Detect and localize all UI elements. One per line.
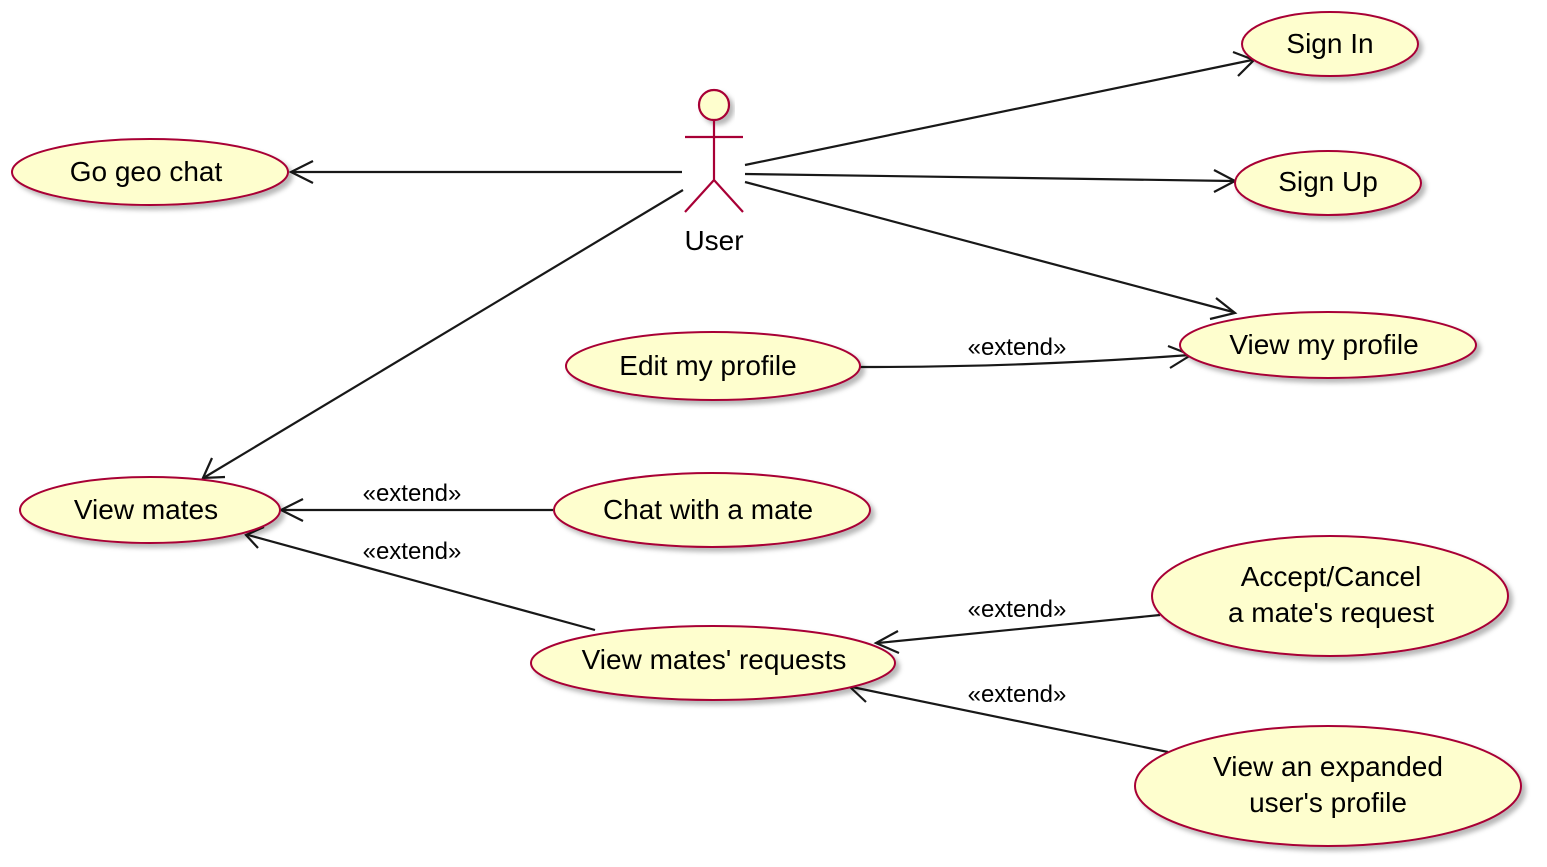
arrowhead-view-my-profile — [1209, 297, 1238, 321]
usecase-sign-in-shape[interactable] — [1241, 11, 1419, 77]
extend-label-edit-profile: «extend» — [968, 334, 1067, 361]
usecase-edit-my-profile-label: Edit my profile — [619, 350, 796, 381]
edge-requests-extends-view-mates — [247, 533, 596, 632]
use-case-labels: Sign In Sign Up Go geo chat View my prof… — [70, 28, 1443, 818]
usecase-view-expanded-line2: user's profile — [1249, 787, 1407, 818]
actor-user — [684, 88, 744, 213]
usecase-go-geo-chat-shape[interactable] — [11, 138, 289, 206]
usecase-accept-cancel-shape[interactable] — [1151, 535, 1509, 657]
usecase-view-my-profile-shape[interactable] — [1179, 311, 1477, 379]
usecase-view-mates-label: View mates — [74, 494, 218, 525]
extend-label-expanded: «extend» — [968, 681, 1067, 708]
usecase-chat-with-mate-label: Chat with a mate — [603, 494, 813, 525]
edge-expanded-extends-requests — [851, 685, 1169, 754]
usecase-sign-up-label: Sign Up — [1278, 166, 1378, 197]
usecase-view-mates-requests-label: View mates' requests — [582, 644, 847, 675]
usecase-view-expanded-line1: View an expanded — [1213, 751, 1443, 782]
edge-user-sign-in — [744, 58, 1253, 167]
usecase-chat-with-mate-shape[interactable] — [553, 472, 871, 548]
arrowhead-view-mates — [201, 457, 226, 480]
actor-head — [697, 88, 731, 122]
edge-edit-extends-view-profile — [859, 353, 1191, 369]
extend-labels: «extend» «extend» «extend» «extend» «ext… — [363, 334, 1067, 708]
extend-label-chat: «extend» — [363, 480, 462, 507]
edge-user-view-my-profile — [744, 180, 1234, 314]
extend-label-requests: «extend» — [363, 538, 462, 565]
arrowhead-extend-requests — [244, 525, 265, 549]
usecase-sign-in-label: Sign In — [1286, 28, 1373, 59]
arrowhead-geo-chat — [288, 160, 314, 184]
usecase-sign-up-shape[interactable] — [1234, 150, 1422, 216]
usecase-view-mates-requests-shape[interactable] — [530, 625, 896, 701]
usecase-view-mates-shape[interactable] — [19, 476, 281, 544]
edge-user-sign-up — [744, 172, 1234, 183]
usecase-edit-my-profile-shape[interactable] — [565, 331, 861, 401]
actor-label: User — [684, 225, 743, 256]
usecase-view-expanded-shape[interactable] — [1134, 725, 1522, 847]
edge-accept-extends-requests — [877, 613, 1161, 645]
extend-label-accept: «extend» — [968, 596, 1067, 623]
usecase-accept-cancel-line2: a mate's request — [1228, 597, 1434, 628]
usecase-view-my-profile-label: View my profile — [1229, 329, 1418, 360]
edges — [201, 50, 1256, 754]
actor-body — [684, 120, 744, 213]
use-cases — [11, 11, 1522, 847]
usecase-accept-cancel-line1: Accept/Cancel — [1241, 561, 1422, 592]
usecase-go-geo-chat-label: Go geo chat — [70, 156, 223, 187]
edge-user-view-mates — [204, 189, 684, 478]
arrowhead-extend-accept — [873, 630, 900, 655]
